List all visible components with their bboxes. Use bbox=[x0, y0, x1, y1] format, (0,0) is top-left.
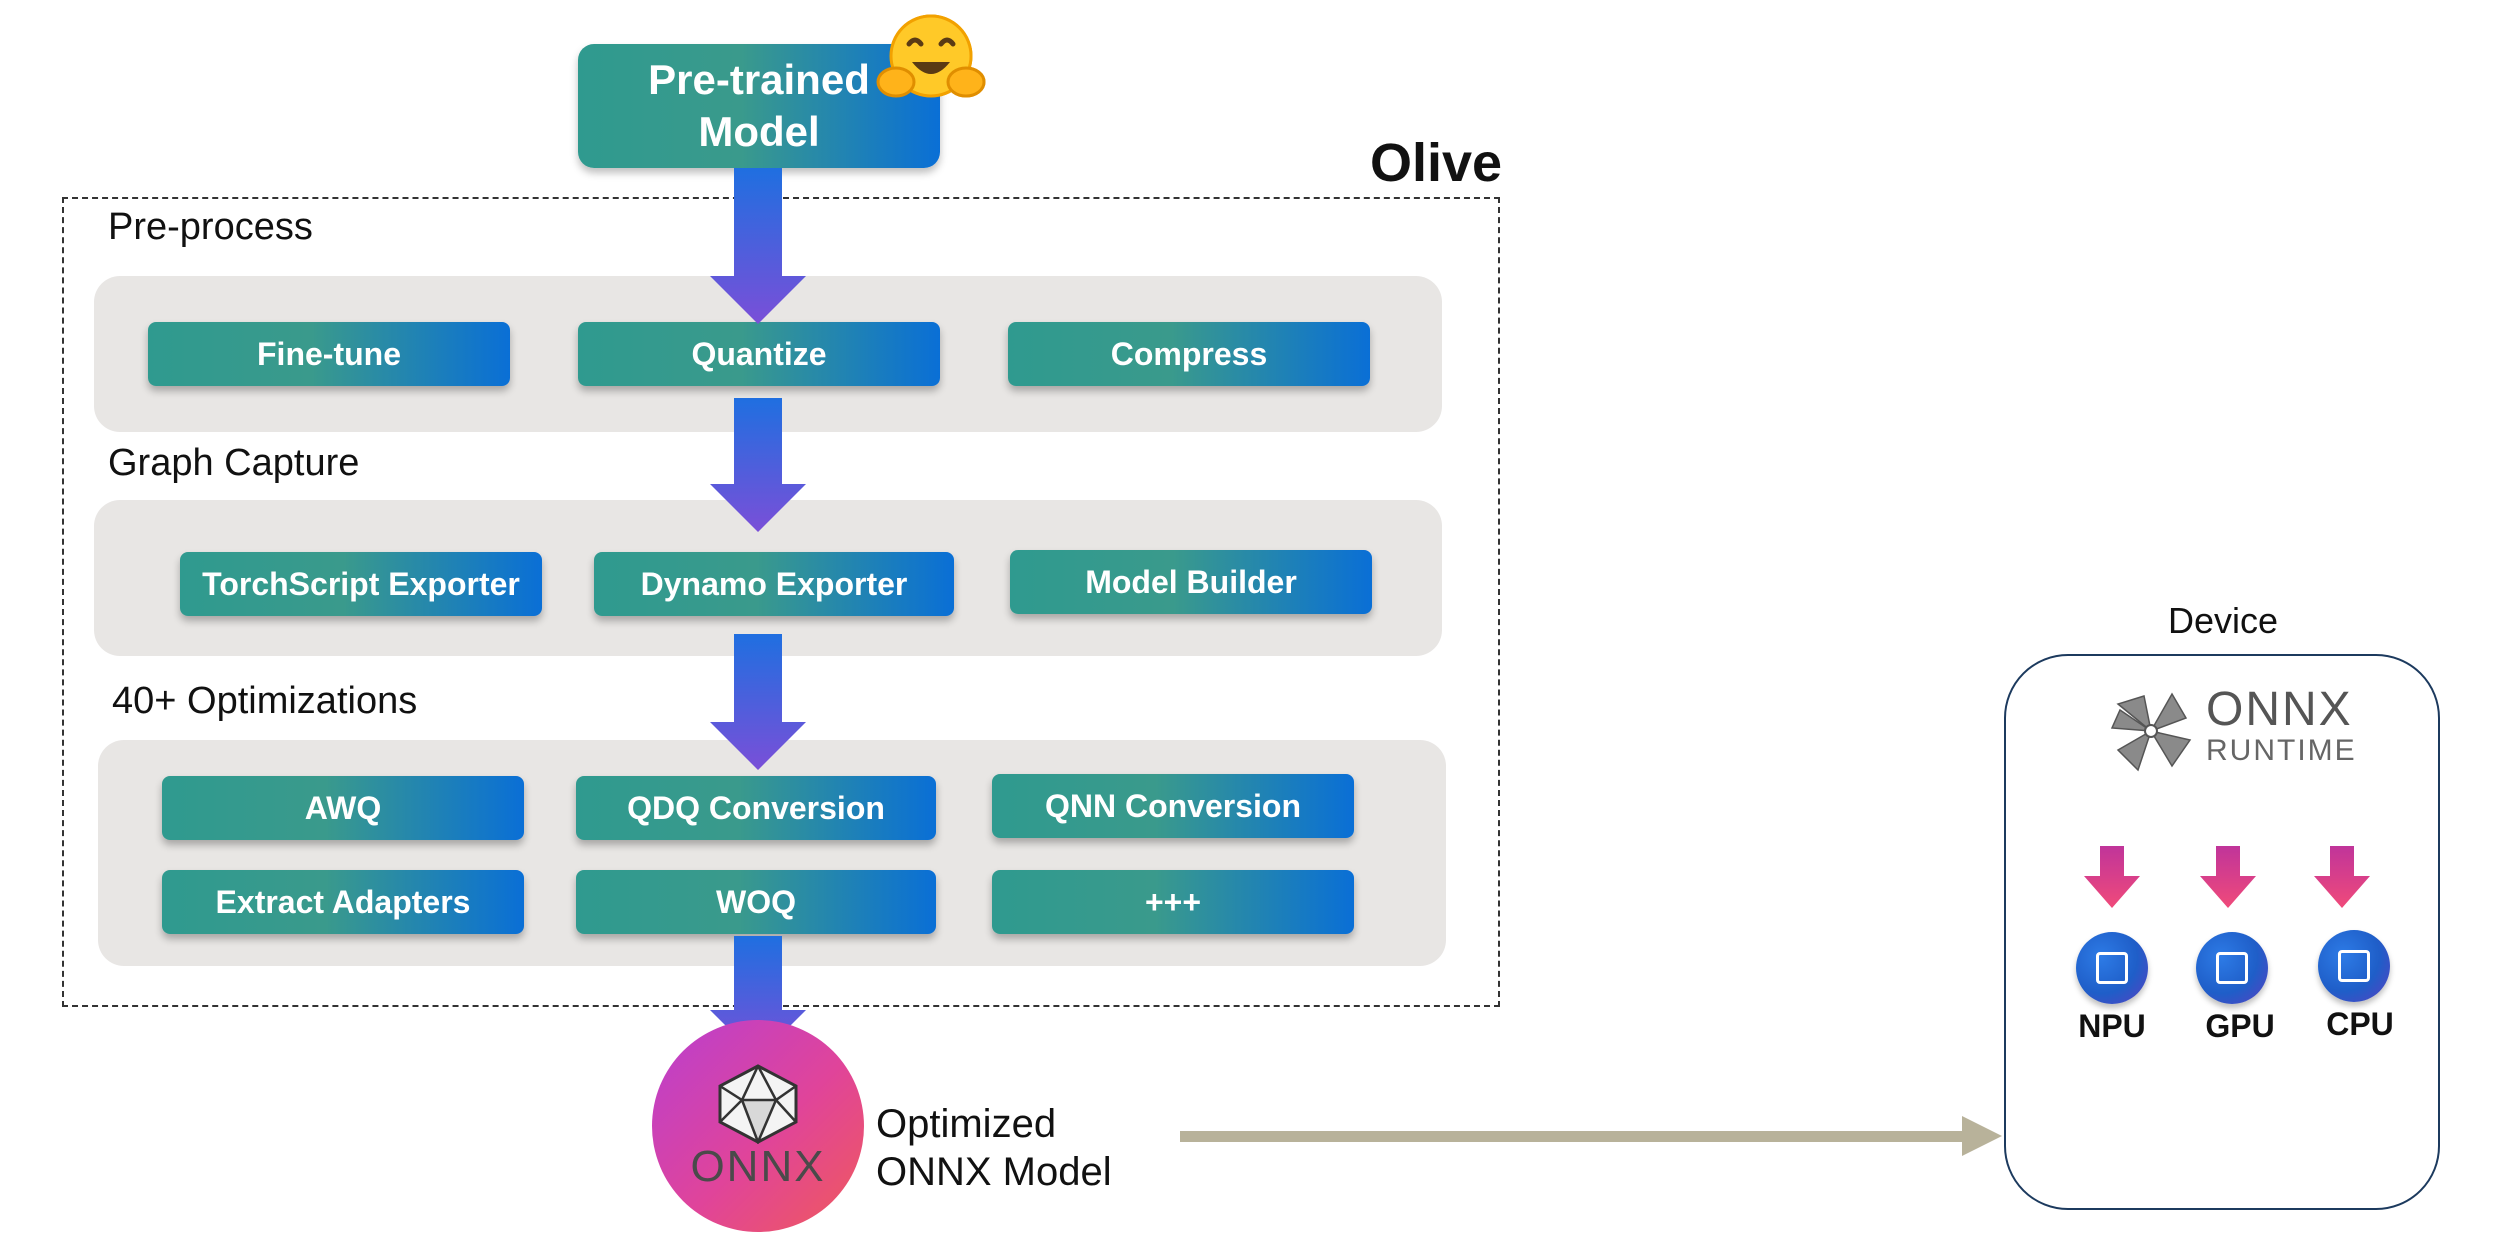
pretrained-model-line2: Model bbox=[698, 108, 820, 155]
connector-arrowhead bbox=[1962, 1116, 2002, 1156]
fine-tune-button[interactable]: Fine-tune bbox=[148, 322, 510, 386]
arrow-gpu bbox=[2200, 846, 2256, 908]
npu-chip-icon bbox=[2076, 932, 2148, 1004]
pretrained-model-box: Pre-trained Model bbox=[578, 44, 940, 168]
hugging-face-emoji-overlay bbox=[876, 14, 986, 98]
qdq-conversion-button[interactable]: QDQ Conversion bbox=[576, 776, 936, 840]
optimized-label-line2: ONNX Model bbox=[876, 1150, 1112, 1194]
more-optimizations-button[interactable]: +++ bbox=[992, 870, 1354, 934]
extract-adapters-button[interactable]: Extract Adapters bbox=[162, 870, 524, 934]
qnn-conversion-button[interactable]: QNN Conversion bbox=[992, 774, 1354, 838]
olive-label: Olive bbox=[1370, 133, 1503, 193]
arrow-graph-to-optimizations bbox=[710, 634, 806, 770]
polyhedron-icon bbox=[718, 1064, 798, 1144]
graph-capture-label: Graph Capture bbox=[108, 442, 360, 484]
optimized-onnx-label: Optimized ONNX Model bbox=[876, 1100, 1112, 1196]
npu-label: NPU bbox=[2078, 1008, 2146, 1044]
cpu-chip-icon bbox=[2318, 930, 2390, 1002]
awq-button[interactable]: AWQ bbox=[162, 776, 524, 840]
quantize-button[interactable]: Quantize bbox=[578, 322, 940, 386]
arrow-model-to-preprocess bbox=[710, 168, 806, 324]
arrow-cpu bbox=[2314, 846, 2370, 908]
device-label: Device bbox=[2168, 600, 2279, 641]
woq-button[interactable]: WOQ bbox=[576, 870, 936, 934]
model-builder-button[interactable]: Model Builder bbox=[1010, 550, 1372, 614]
dynamo-exporter-button[interactable]: Dynamo Exporter bbox=[594, 552, 954, 616]
onnx-runtime-title: ONNX bbox=[2206, 683, 2353, 736]
onnx-logo-text: ONNX bbox=[690, 1142, 826, 1191]
pretrained-model-line1: Pre-trained bbox=[648, 56, 870, 103]
arrow-npu bbox=[2084, 846, 2140, 908]
onnx-runtime-subtitle: RUNTIME bbox=[2206, 734, 2357, 767]
onnx-model-logo: ONNX bbox=[652, 1020, 864, 1232]
arrow-preprocess-to-graph bbox=[710, 398, 806, 532]
connector-line bbox=[1180, 1131, 1966, 1142]
device-box bbox=[2004, 654, 2440, 1210]
torchscript-exporter-button[interactable]: TorchScript Exporter bbox=[180, 552, 542, 616]
gpu-chip-icon bbox=[2196, 932, 2268, 1004]
optimized-label-line1: Optimized bbox=[876, 1102, 1057, 1146]
cpu-label: CPU bbox=[2326, 1006, 2394, 1042]
compress-button[interactable]: Compress bbox=[1008, 322, 1370, 386]
gpu-label: GPU bbox=[2205, 1008, 2275, 1044]
onnx-runtime-icon bbox=[2110, 692, 2192, 772]
optimizations-label: 40+ Optimizations bbox=[112, 680, 418, 722]
preprocess-label: Pre-process bbox=[108, 206, 313, 248]
